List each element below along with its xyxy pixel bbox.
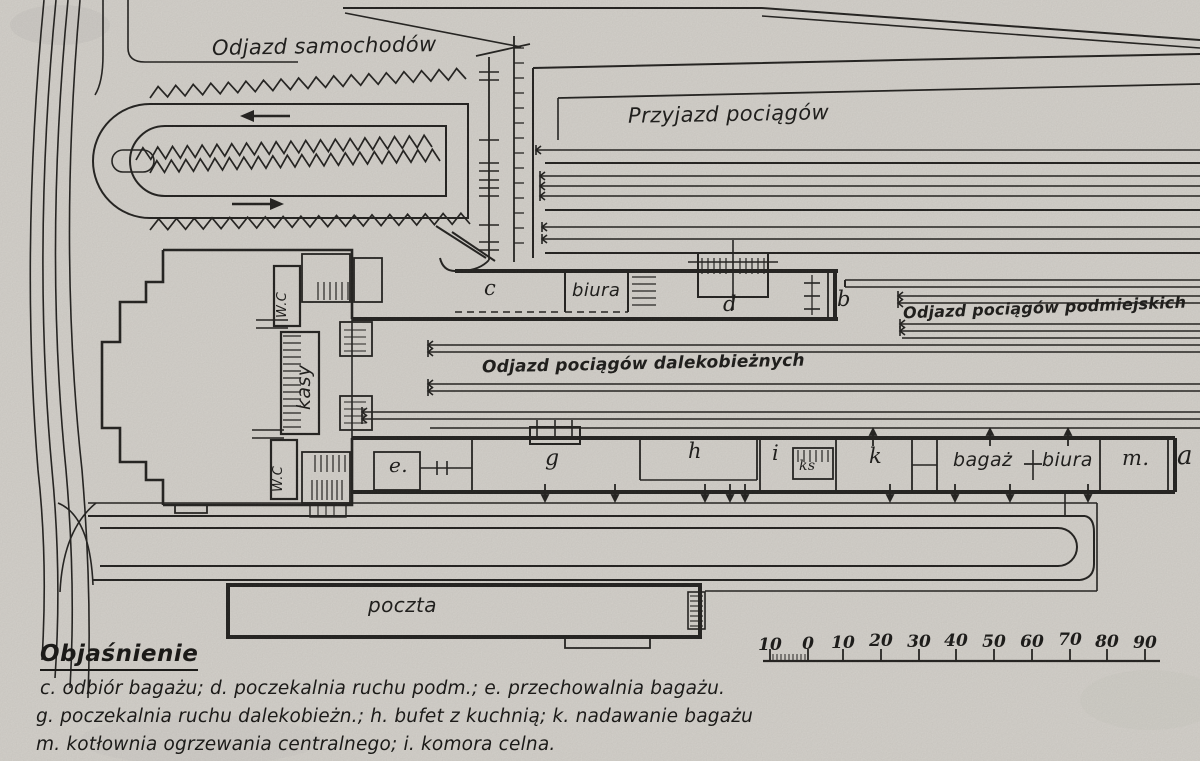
scale-tick-label: 40 — [944, 631, 968, 651]
label-room-a: a — [1177, 441, 1193, 471]
legend: Objaśnienie c. odbiór bagażu; d. poczeka… — [36, 641, 753, 755]
label-room-b: b — [837, 287, 851, 311]
label-room-d: d — [723, 292, 737, 316]
scale-tick-label: 10 — [831, 633, 855, 653]
label-room-g: g — [545, 446, 560, 471]
label-room-biura-lower: biura — [1042, 449, 1093, 471]
legend-line-1: c. odbiór bagażu; d. poczekalnia ruchu p… — [40, 678, 726, 699]
scale-tick-label: 50 — [982, 632, 1006, 652]
label-room-k: k — [869, 444, 883, 468]
label-room-e: e. — [389, 453, 408, 477]
legend-title: Objaśnienie — [40, 641, 199, 671]
legend-line-2: g. poczekalnia ruchu dalekobieżn.; h. bu… — [36, 706, 754, 727]
scale-tick-label: 80 — [1095, 632, 1119, 652]
label-room-biura-upper: biura — [572, 280, 621, 301]
scale-tick-label: 10 — [758, 635, 782, 655]
label-wc-upper: W.C — [275, 291, 290, 318]
label-room-m: m. — [1122, 446, 1150, 470]
label-room-bagaz: bagaż — [953, 449, 1013, 471]
scale-tick-label: 70 — [1058, 630, 1082, 650]
label-ticket-hall: kasy — [293, 364, 315, 410]
label-room-ks: ks — [799, 458, 816, 474]
scale-tick-label: 60 — [1020, 632, 1044, 652]
label-room-c: c — [484, 276, 497, 300]
scale-tick-label: 0 — [802, 634, 814, 654]
label-wc-lower: W.C — [271, 465, 286, 492]
scale-tick-label: 20 — [869, 631, 893, 651]
label-room-h: h — [688, 439, 702, 463]
legend-line-3: m. kotłownia ogrzewania centralnego; i. … — [36, 734, 556, 755]
scale-tick-label: 90 — [1133, 633, 1157, 653]
scale-tick-label: 30 — [907, 632, 931, 652]
label-train-arrival: Przyjazd pociągów — [627, 100, 830, 128]
label-room-i: i — [772, 441, 780, 465]
label-car-departure: Odjazd samochodów — [211, 32, 437, 60]
label-post-office: poczta — [368, 593, 437, 617]
